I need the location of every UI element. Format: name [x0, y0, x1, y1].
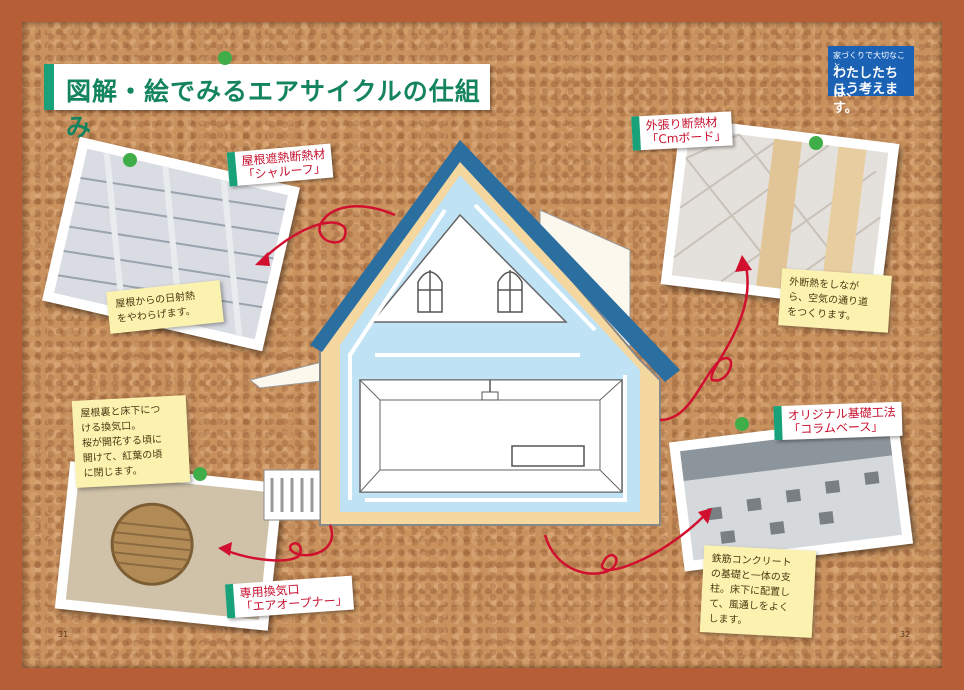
- wall-photo-image: [671, 128, 889, 300]
- tagline-box: 家づくりで大切なこと。 わたしたちは、 こう考えます。: [828, 46, 914, 116]
- pushpin-icon: [123, 51, 823, 481]
- red-arrow-icon: [224, 205, 749, 575]
- wall-photo: [660, 117, 900, 311]
- vent-photo-image: [65, 472, 273, 620]
- tagline-line3: こう考えます。: [833, 82, 899, 116]
- foundation-photo-image: [680, 425, 902, 561]
- foundation-photo: [668, 414, 914, 572]
- page-number-right: 32: [900, 630, 911, 639]
- page-title-box: 図解・絵でみるエアサイクルの仕組み: [44, 64, 490, 142]
- page-title: 図解・絵でみるエアサイクルの仕組み: [66, 77, 481, 142]
- vent-photo: [54, 461, 284, 631]
- tagline-line2: わたしたちは、: [833, 66, 899, 100]
- tagline-line1: 家づくりで大切なこと。: [833, 51, 905, 71]
- page-number-left: 31: [58, 630, 69, 639]
